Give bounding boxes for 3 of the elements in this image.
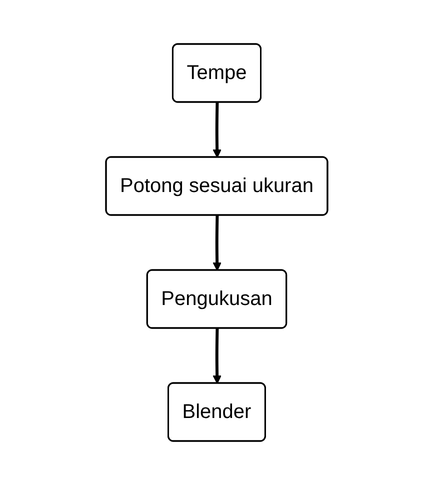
arrow [212, 328, 222, 384]
arrow [212, 102, 222, 158]
arrow [212, 215, 222, 271]
